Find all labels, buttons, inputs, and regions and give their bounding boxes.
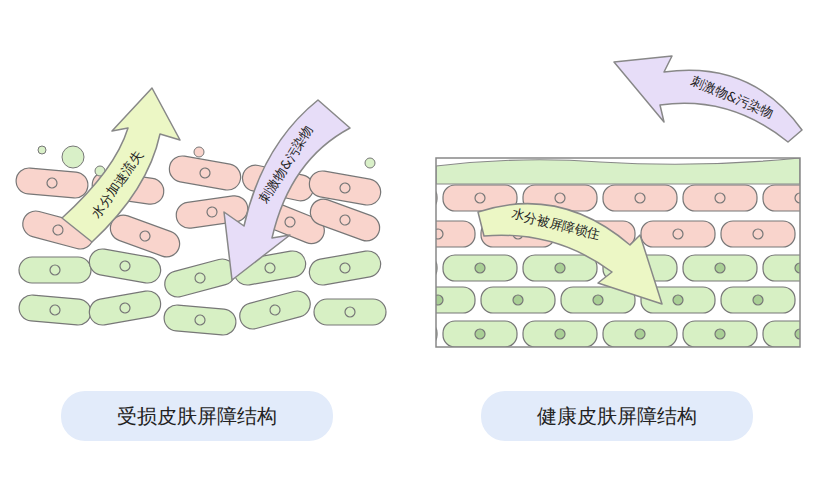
caption-pill: 健康皮肤屏障结构: [481, 391, 753, 441]
healthy-skin-layers: [436, 158, 800, 347]
locked-water-arrow: [478, 204, 662, 304]
water-loss-arrow: [62, 88, 180, 242]
irritant-arrow: [224, 100, 350, 280]
caption-pill: 受损皮肤屏障结构: [61, 391, 333, 441]
damaged-cells: [15, 154, 386, 336]
caption-text: 健康皮肤屏障结构: [537, 403, 697, 430]
caption-text: 受损皮肤屏障结构: [117, 403, 277, 430]
bubbles: [38, 146, 375, 176]
blocked-irritant-arrow: [614, 56, 802, 142]
